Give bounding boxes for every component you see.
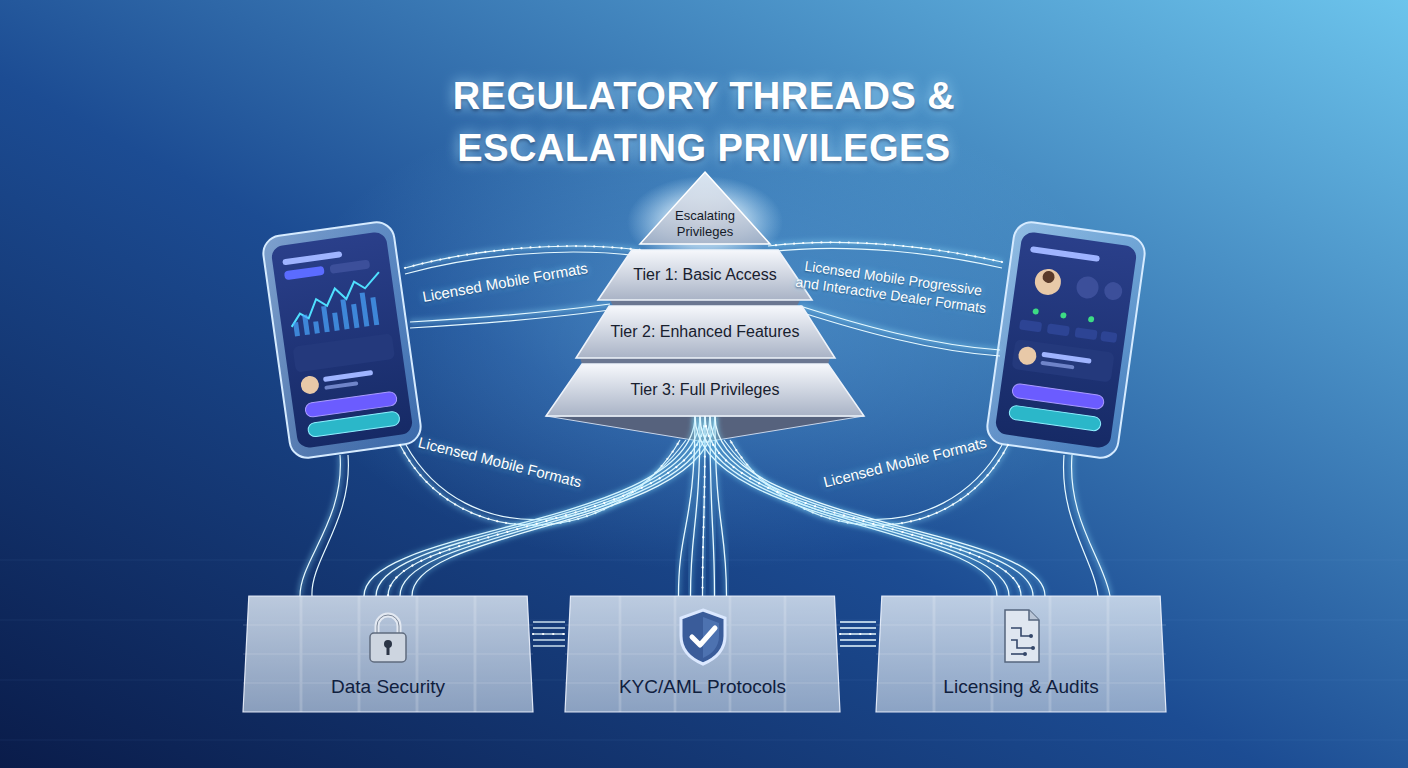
thread-label: Licensed Mobile Formats	[811, 431, 999, 493]
diagram-title: REGULATORY THREADS & ESCALATING PRIVILEG…	[384, 70, 1024, 174]
tier-label: Tier 3: Full Privileges	[631, 380, 780, 400]
pyramid-apex: Escalating Privileges	[640, 172, 770, 244]
pyramid-tier: Tier 3: Full Privileges	[546, 364, 864, 416]
connector-thread	[364, 416, 715, 596]
connector-thread	[695, 416, 1045, 596]
connector-thread	[533, 622, 565, 646]
panel-label: Data Security	[243, 676, 533, 698]
shield-icon	[673, 606, 733, 666]
pyramid-tier: Tier 2: Enhanced Features	[576, 306, 835, 358]
tier-label: Escalating Privileges	[665, 208, 745, 240]
connector-thread	[840, 622, 876, 646]
compliance-panel: Licensing & Audits	[876, 596, 1166, 712]
panel-label: Licensing & Audits	[876, 676, 1166, 698]
panel-label: KYC/AML Protocols	[565, 676, 840, 698]
thread-label: Licensed Mobile Formats	[410, 257, 600, 307]
doc-icon	[991, 606, 1051, 666]
compliance-panel: KYC/AML Protocols	[565, 596, 840, 712]
tier-label: Tier 2: Enhanced Features	[611, 322, 800, 342]
lock-icon	[358, 606, 418, 666]
tier-label: Tier 1: Basic Access	[633, 265, 776, 285]
thread-label: Licensed Mobile Formats	[406, 431, 594, 493]
pyramid-tier: Tier 1: Basic Access	[598, 250, 812, 300]
compliance-panel: Data Security	[243, 596, 533, 712]
thread-label: Licensed Mobile Progressive and Interact…	[791, 256, 994, 318]
